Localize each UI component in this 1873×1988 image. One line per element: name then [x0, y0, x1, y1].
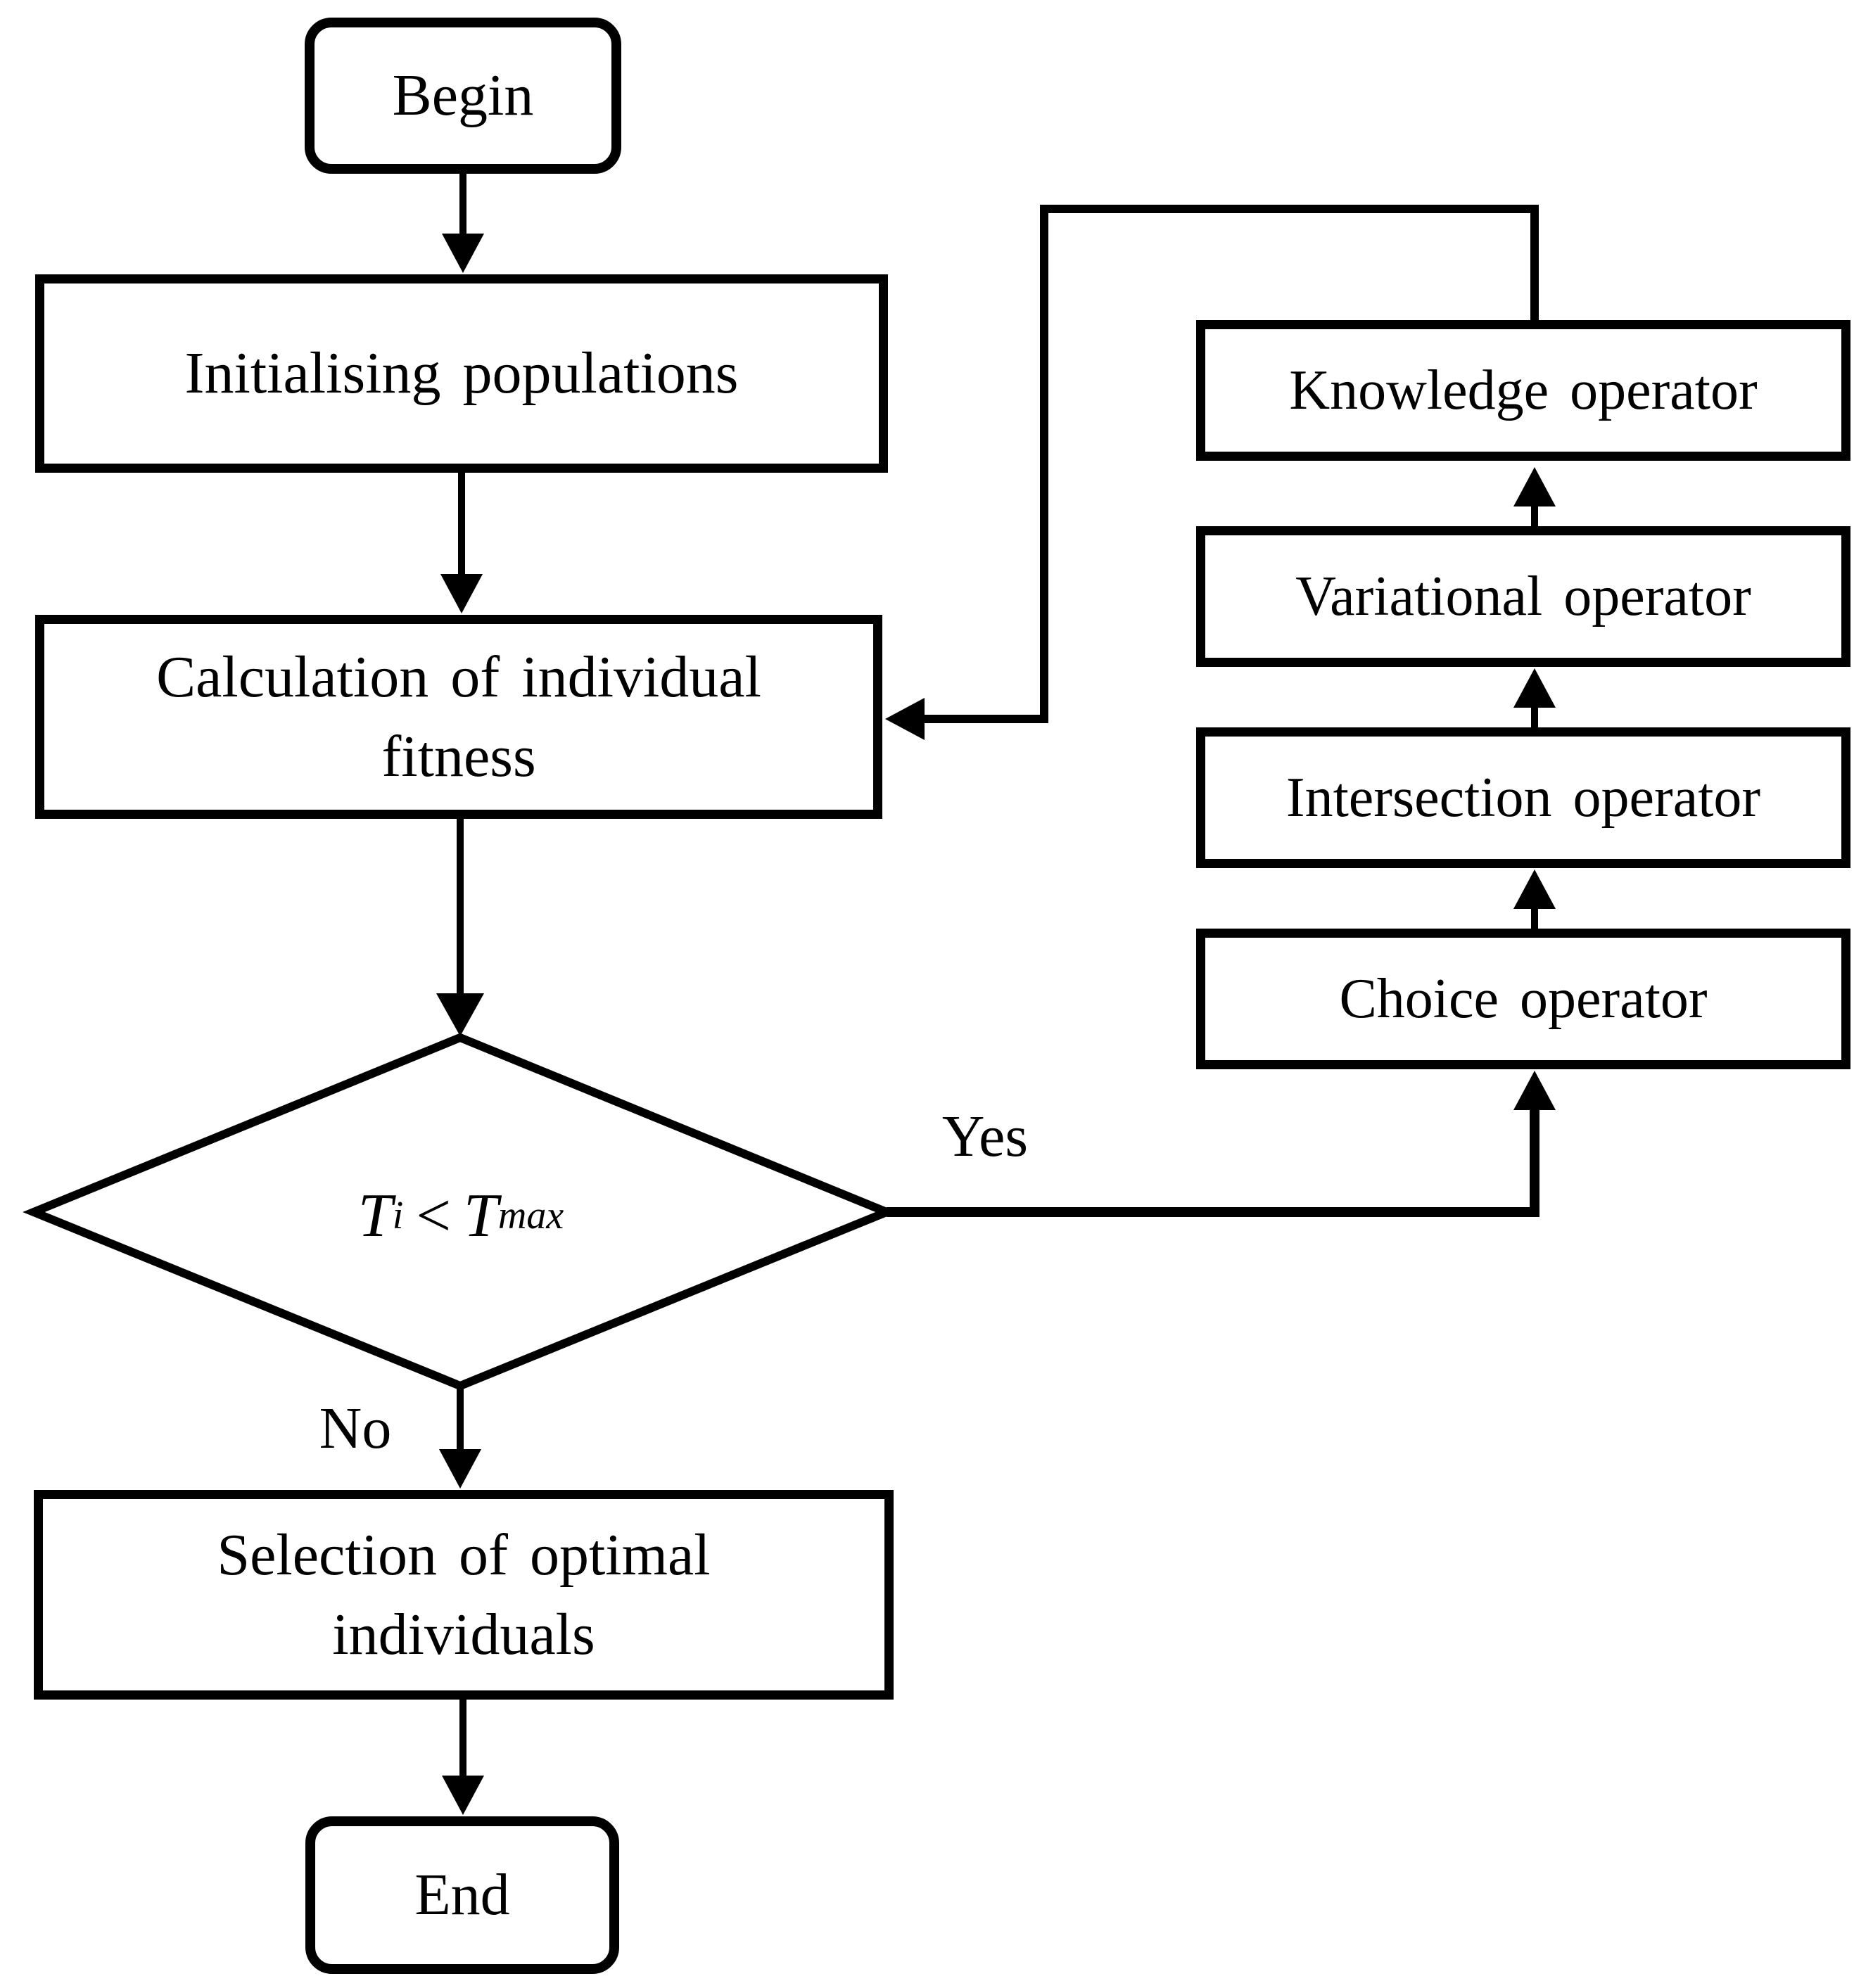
arrowhead-selection-end	[442, 1776, 484, 1815]
choice-operator-node: Choice operator	[1196, 929, 1850, 1069]
intersection-operator-label: Intersection operator	[1285, 767, 1761, 829]
arrowhead-choice-intersection	[1513, 869, 1556, 909]
end-node: End	[305, 1816, 619, 1974]
arrowhead-knowledge-calc-feedback	[885, 698, 925, 740]
end-label: End	[414, 1862, 510, 1928]
arrowhead-begin-init	[442, 234, 484, 273]
less-than-operator: <	[416, 1181, 451, 1250]
calculation-fitness-label-line2: fitness	[381, 724, 536, 789]
selection-optimal-label-line2: individuals	[332, 1602, 595, 1667]
begin-node: Begin	[305, 18, 621, 174]
arrowhead-intersection-variational	[1513, 668, 1556, 708]
begin-label: Begin	[392, 63, 534, 129]
arrowhead-decision-choice	[1513, 1071, 1556, 1110]
intersection-operator-node: Intersection operator	[1196, 727, 1850, 868]
selection-optimal-label-line1: Selection of optimal	[217, 1522, 711, 1588]
edge-decision-choice	[887, 1110, 1539, 1217]
arrowhead-init-calc	[440, 574, 483, 613]
decision-term1: T	[357, 1181, 393, 1250]
arrowhead-decision-selection	[439, 1449, 481, 1489]
edge-knowledge-calc-feedback	[925, 205, 1539, 723]
arrowhead-calc-decision	[436, 993, 484, 1036]
initialising-populations-node: Initialising populations	[35, 274, 888, 473]
arrowhead-variational-knowledge	[1513, 467, 1556, 506]
knowledge-operator-node: Knowledge operator	[1196, 320, 1850, 461]
initialising-populations-label: Initialising populations	[184, 340, 739, 407]
calculation-fitness-label-line1: Calculation of individual	[156, 644, 761, 710]
calculation-fitness-node: Calculation of individual fitness	[35, 615, 882, 819]
no-branch-label: No	[319, 1395, 392, 1461]
knowledge-operator-label: Knowledge operator	[1289, 359, 1758, 421]
selection-optimal-node: Selection of optimal individuals	[34, 1490, 894, 1700]
decision-term2: T	[463, 1181, 498, 1250]
yes-branch-label: Yes	[941, 1103, 1029, 1169]
variational-operator-node: Variational operator	[1196, 526, 1850, 667]
choice-operator-label: Choice operator	[1339, 968, 1708, 1030]
variational-operator-label: Variational operator	[1295, 566, 1751, 627]
